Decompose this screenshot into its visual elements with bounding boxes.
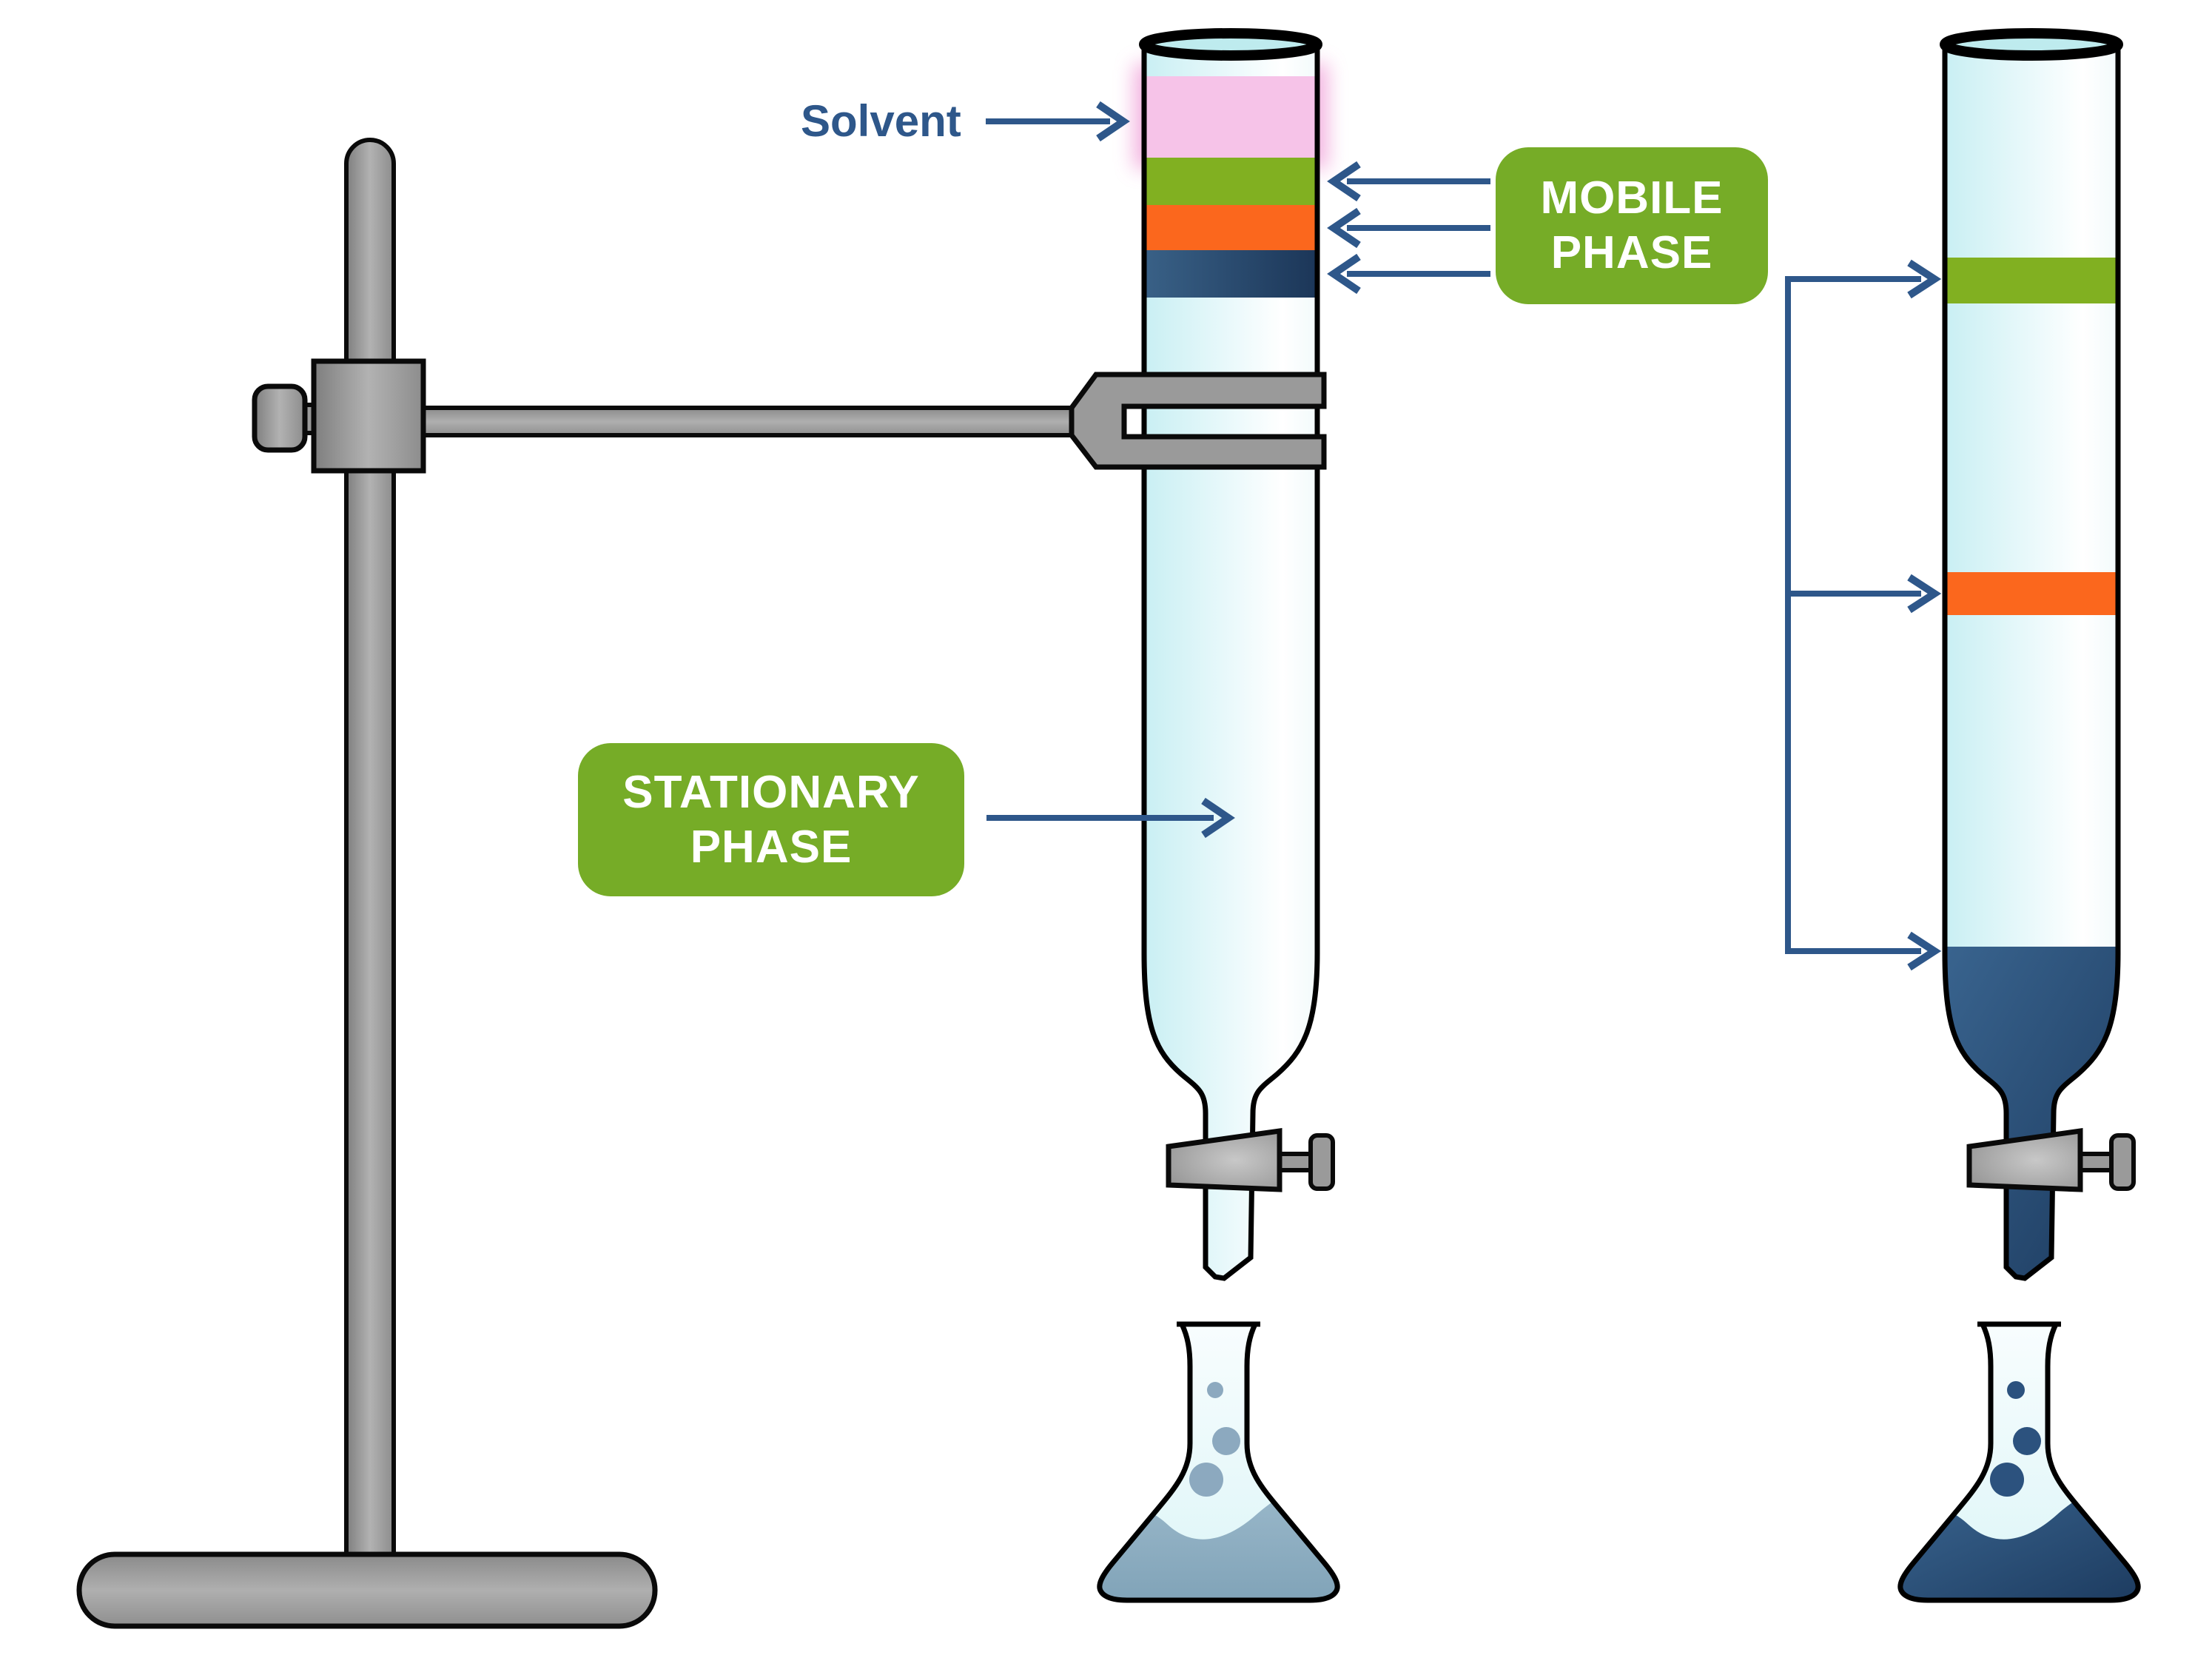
bubble: [1212, 1427, 1240, 1455]
band-orange-right: [1945, 572, 2118, 615]
flask-right: [1891, 1321, 2145, 1608]
flask-left: [1090, 1321, 1345, 1608]
mobile-phase-label: MOBILE PHASE: [1496, 147, 1768, 304]
clamp-fork: [1069, 372, 1327, 470]
mobile-phase-line2: PHASE: [1550, 227, 1713, 278]
stationary-phase-label: STATIONARY PHASE: [578, 743, 964, 896]
bubble: [1189, 1463, 1223, 1497]
solvent-band: [1144, 76, 1317, 158]
stand-base: [76, 1551, 658, 1629]
column-left: [1134, 28, 1328, 1278]
clamp-knob: [252, 383, 308, 453]
stationary-phase-line1: STATIONARY: [622, 766, 920, 818]
separation-bracket: [1785, 259, 1942, 971]
solvent-arrow: [986, 101, 1130, 142]
column-left-rim: [1139, 28, 1322, 61]
clamp-arm: [421, 406, 1083, 437]
stationary-phase-arrow: [986, 797, 1235, 839]
stopcock-left: [1169, 1131, 1333, 1189]
clamp-block: [311, 358, 426, 474]
bubble: [2007, 1381, 2025, 1399]
band-orange-left: [1144, 205, 1317, 250]
mobile-phase-line1: MOBILE: [1540, 172, 1724, 224]
navy-liquid-right: [1945, 947, 2118, 1278]
bubble: [1990, 1463, 2024, 1497]
band-green-right: [1945, 258, 2118, 303]
mobile-phase-arrows: [1327, 161, 1490, 295]
column-right: [1940, 28, 2123, 1287]
column-right-rim: [1940, 28, 2123, 61]
bubble: [1207, 1382, 1223, 1398]
lab-stand: [76, 138, 1083, 1629]
band-navy-left: [1144, 250, 1317, 298]
stand-rod: [344, 138, 396, 1578]
solvent-label: Solvent: [801, 96, 961, 146]
bubble: [2013, 1427, 2041, 1455]
stopcock-right: [1969, 1131, 2134, 1189]
band-green-left: [1144, 158, 1317, 205]
stationary-phase-line2: PHASE: [690, 821, 853, 873]
